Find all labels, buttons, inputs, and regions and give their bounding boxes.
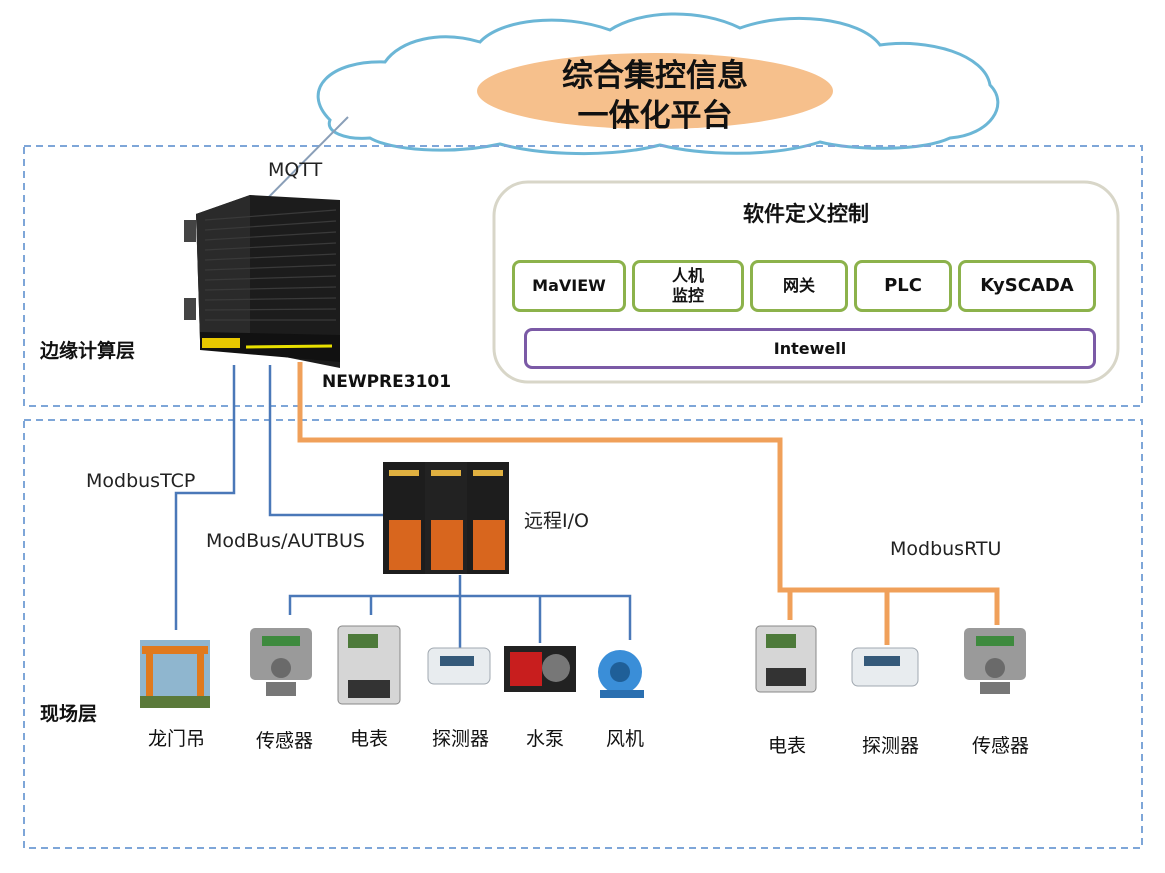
remote-io-label: 远程I/O: [524, 510, 589, 532]
sensor-image-left: [250, 628, 312, 696]
device-label-meter: 电表: [350, 728, 389, 750]
cloud-title-line2: 一体化平台: [577, 98, 733, 134]
maview-box: MaVIEW: [512, 260, 626, 312]
modbus-rtu-label: ModbusRTU: [890, 538, 1002, 560]
fan-image: [598, 650, 644, 698]
kyscada-box: KySCADA: [958, 260, 1096, 312]
gateway-device: [184, 195, 340, 368]
detector-image-right: [851, 647, 919, 687]
pump-image: [504, 646, 576, 692]
orange-bus: [297, 362, 1000, 645]
gateway-model-label: NEWPRE3101: [322, 372, 452, 392]
intewell-box: Intewell: [524, 328, 1096, 369]
device-label-fan: 风机: [606, 728, 645, 750]
field-layer-border: [23, 419, 1143, 849]
edge-layer-label: 边缘计算层: [40, 340, 136, 362]
device-label-pump: 水泵: [526, 728, 565, 750]
device-label-sensor: 传感器: [256, 730, 314, 752]
blue-links: [174, 365, 632, 648]
device-label-detector: 探测器: [432, 728, 490, 750]
modbus-autbus-label: ModBus/AUTBUS: [206, 530, 365, 552]
device-label-sensor-right: 传感器: [972, 735, 1030, 757]
edge-layer-border: [23, 145, 1143, 407]
detector-image-left: [427, 647, 491, 685]
meter-image-right: [755, 625, 817, 693]
remote-io-modules: [383, 462, 509, 574]
device-label-detector-right: 探测器: [862, 735, 920, 757]
cloud-title-line1: 综合集控信息: [562, 58, 748, 94]
gateway-box: 网关: [750, 260, 848, 312]
sensor-image-right: [964, 628, 1026, 694]
cloud-title: 综合集控信息 一体化平台: [540, 56, 770, 136]
modbus-tcp-label: ModbusTCP: [86, 470, 196, 492]
gantry-crane-image: [140, 640, 210, 708]
device-label-gantry-crane: 龙门吊: [148, 728, 206, 750]
field-layer-label: 现场层: [40, 703, 98, 725]
hmi-monitor-box: 人机 监控: [632, 260, 744, 312]
device-label-meter-right: 电表: [768, 735, 807, 757]
cloud-shape: [316, 12, 1000, 156]
meter-image-left: [337, 625, 401, 705]
software-defined-title: 软件定义控制: [743, 202, 869, 226]
mqtt-label: MQTT: [268, 159, 323, 181]
plc-box: PLC: [854, 260, 952, 312]
